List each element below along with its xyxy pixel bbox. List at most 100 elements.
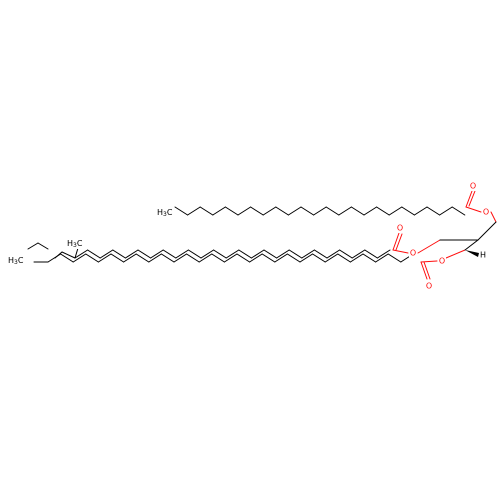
atom-o-bot-carbonyl: O: [425, 281, 433, 291]
atom-o-mid-ester: O: [409, 248, 417, 258]
mid-ester-bond: [392, 249, 409, 254]
bot-carbonyl-bond: [423, 261, 431, 280]
mid-chain-bond: [326, 249, 341, 259]
top-chain-bond: [401, 206, 415, 216]
mid-chain-bond: [313, 249, 328, 259]
svg-text:O: O: [410, 249, 416, 258]
top-chain-bond: [300, 206, 315, 216]
mid-ester-bond: [417, 239, 441, 254]
bot-chain-bond: [123, 253, 137, 263]
top-chain-bond: [212, 206, 226, 216]
svg-text:H3C: H3C: [157, 208, 173, 218]
svg-text:O: O: [483, 208, 489, 217]
bot-ester-bond: [420, 260, 438, 263]
bot-chain-ethyl-bond: [37, 242, 49, 250]
atom-o-mid-carbonyl: O: [396, 223, 404, 233]
bot-chain-bond: [198, 253, 213, 263]
top-chain-bond: [439, 206, 453, 216]
mid-chain-bond: [225, 249, 240, 259]
glycerol-bond: [477, 221, 497, 241]
bot-chain-bond: [72, 253, 87, 263]
mid-methyl-branch-bond: [74, 247, 79, 259]
top-chain-bond: [287, 206, 302, 216]
atom-h-stereo: H: [479, 250, 487, 260]
top-chain-bond: [376, 206, 390, 216]
bot-chain-bond: [349, 253, 364, 263]
atom-o-bot-ester: O: [438, 256, 446, 266]
mid-chain-bond: [276, 249, 290, 259]
top-chain-bond: [250, 206, 264, 216]
svg-text:H: H: [480, 251, 486, 260]
mid-chain-bond: [162, 249, 177, 259]
stereo-wedge-bond: [465, 250, 479, 257]
top-chain-bond: [363, 206, 378, 216]
top-chain-bond: [388, 206, 403, 216]
top-chain-bond: [174, 206, 189, 216]
top-chain-bond: [187, 206, 201, 216]
bot-chain-bond: [324, 253, 339, 263]
bond-lines: [27, 190, 497, 280]
mid-chain-ethyl-bond: [61, 251, 76, 259]
mid-chain-bond: [200, 249, 215, 259]
bot-chain-bond: [236, 253, 251, 263]
mid-chain-bond: [250, 249, 265, 259]
bot-chain-bond: [211, 253, 225, 263]
mid-chain-bond: [339, 249, 353, 259]
top-chain-bond: [325, 206, 340, 216]
mid-chain-bond: [351, 249, 366, 259]
bot-chain-bond: [60, 253, 74, 263]
svg-text:O: O: [470, 182, 476, 191]
top-chain-bond: [426, 206, 441, 216]
mid-chain-bond: [137, 249, 152, 259]
top-chain-bond: [338, 206, 352, 216]
top-ester-bond: [465, 206, 482, 213]
bot-chain-bond: [148, 253, 162, 263]
top-ester-bond: [490, 211, 497, 223]
atom-o-top-carbonyl: O: [469, 181, 477, 191]
bot-chain-bond: [223, 253, 238, 263]
mid-chain-bond: [175, 249, 189, 259]
bot-ester-bond: [445, 249, 466, 259]
top-carbonyl-bond: [465, 190, 473, 208]
bot-chain-ethyl-bond: [27, 242, 39, 250]
bot-chain-bond: [186, 253, 200, 263]
bot-chain-bond: [261, 253, 276, 263]
bot-chain-bond: [85, 253, 99, 263]
atom-o-top-ester: O: [482, 207, 490, 217]
atom-ch3-top-chain-end: H3C: [156, 207, 174, 218]
svg-text:H3C: H3C: [67, 239, 83, 249]
bot-chain-bond: [47, 253, 62, 263]
atom-labels: O O O O O O H H: [7, 181, 490, 291]
top-chain-bond: [224, 206, 239, 216]
bot-chain-bond: [97, 253, 112, 263]
mid-chain-bond: [301, 249, 315, 259]
top-chain-bond: [275, 206, 289, 216]
bot-chain-bond: [160, 253, 175, 263]
mid-chain-bond: [263, 249, 278, 259]
mid-chain-bond: [150, 249, 164, 259]
bot-chain-bond: [362, 253, 377, 263]
atom-ch3-mid-branch: H3C: [66, 238, 84, 249]
svg-text:O: O: [439, 257, 445, 266]
bot-carbonyl-bond: [420, 261, 428, 280]
top-chain-bond: [451, 206, 466, 216]
mid-chain-bond: [187, 249, 202, 259]
bot-chain-bond: [387, 253, 402, 263]
top-chain-bond: [237, 206, 252, 216]
mid-chain-bond: [364, 249, 378, 259]
bot-chain-bond: [375, 253, 389, 263]
bot-chain-bond: [173, 253, 188, 263]
mid-chain-bond: [238, 249, 252, 259]
top-chain-bond: [350, 206, 365, 216]
bot-chain-bond: [249, 253, 263, 263]
mid-chain-bond: [124, 249, 139, 259]
top-carbonyl-bond: [468, 190, 476, 207]
bot-chain-bond: [110, 253, 125, 263]
mid-chain-bond: [376, 249, 391, 259]
top-chain-bond: [262, 206, 277, 216]
mid-chain-bond: [288, 249, 303, 259]
bot-chain-bond: [135, 253, 150, 263]
glycerol-bond: [464, 239, 479, 251]
mid-chain-bond: [112, 249, 126, 259]
mid-carbonyl-bond: [392, 232, 400, 251]
